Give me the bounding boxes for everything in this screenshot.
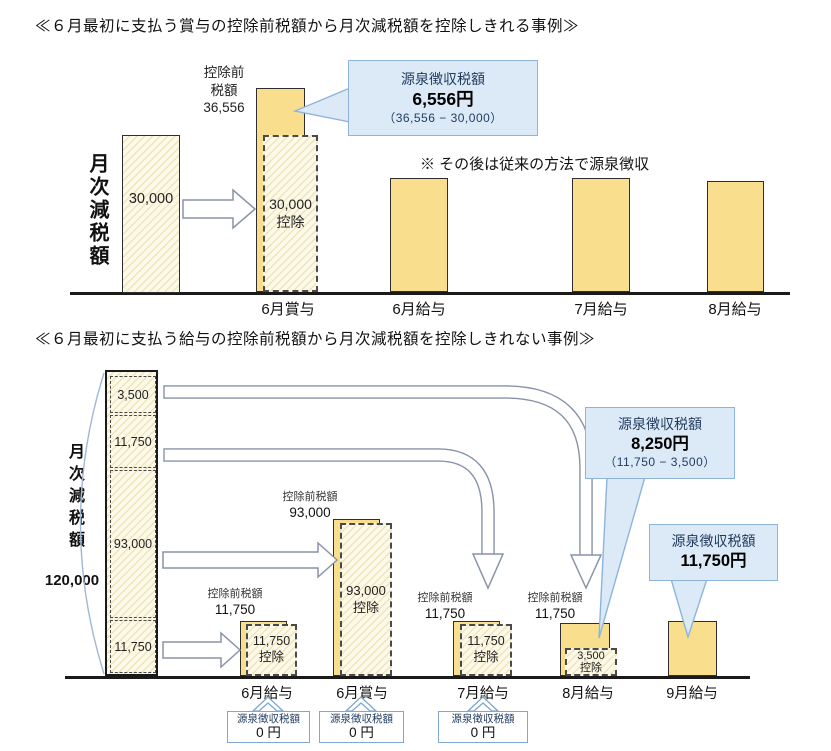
august-salary-deduction-overlay: 3,500 控除	[565, 648, 617, 676]
example1-deduction-overlay: 30,000 控除	[263, 135, 318, 292]
june-salary-pretax-label: 控除前税額 11,750	[196, 588, 274, 619]
right-arrow-icon	[182, 188, 257, 230]
june-salary-deduction-overlay: 11,750 控除	[246, 624, 297, 676]
example1-xlabel-august-salary: 8月給与	[708, 301, 762, 318]
right-arrow-icon	[162, 541, 339, 579]
july-salary-deduction-overlay: 11,750 控除	[460, 624, 512, 676]
deduction-text: 93,000 控除	[346, 583, 386, 615]
example1-note: ※ その後は従来の方法で源泉徴収	[420, 156, 650, 173]
example1-pretax-label: 控除前 税額 36,556	[203, 65, 245, 116]
stack-segment-3500: 3,500	[110, 376, 156, 413]
deduction-text: 11,750 控除	[467, 634, 505, 664]
callout-formula: （11,750 − 3,500）	[604, 455, 716, 470]
zero-withholding-box-june-salary: 源泉徴収税額 0 円	[227, 711, 310, 743]
example2-xlabel-june-bonus: 6月賞与	[336, 686, 388, 702]
zero-box-amount: 0 円	[349, 725, 374, 741]
example1-title: ≪６月最初に支払う賞与の控除前税額から月次減税額を控除しきれる事例≫	[35, 18, 580, 35]
example2-xlabel-july-salary: 7月給与	[457, 686, 509, 702]
callout-title: 源泉徴収税額	[401, 70, 485, 87]
pretax-title: 控除前税額	[417, 592, 473, 604]
callout-amount: 11,750円	[680, 551, 747, 570]
zero-withholding-box-june-bonus: 源泉徴収税額 0 円	[319, 711, 404, 743]
pretax-value: 93,000	[289, 504, 331, 520]
pretax-value: 11,750	[424, 605, 466, 621]
stack-segment-93000: 93,000	[110, 470, 156, 618]
zero-box-title: 源泉徴収税額	[237, 712, 300, 725]
zero-box-amount: 0 円	[256, 725, 281, 741]
example1-august-salary-bar	[707, 181, 764, 292]
right-arrow-icon	[162, 631, 242, 669]
example2-xlabel-june-salary: 6月給与	[241, 686, 293, 702]
zero-withholding-box-july-salary: 源泉徴収税額 0 円	[438, 711, 528, 743]
example2-reduction-stack: 3,500 11,750 93,000 11,750	[105, 370, 158, 676]
pretax-title: 控除前税額	[527, 592, 583, 604]
example1-xlabel-june-bonus: 6月賞与	[261, 301, 315, 318]
deduction-text: 3,500 控除	[577, 649, 605, 674]
callout-title: 源泉徴収税額	[618, 416, 702, 433]
callout-title: 源泉徴収税額	[671, 533, 756, 550]
stack-segment-11750-a: 11,750	[110, 415, 156, 468]
example2-y-axis-label: 月次減税額	[66, 443, 83, 553]
callout-amount: 6,556円	[412, 89, 474, 110]
september-withholding-callout: 源泉徴収税額 11,750円	[649, 524, 778, 581]
example2-total-value: 120,000	[44, 572, 100, 589]
june-bonus-pretax-label: 控除前税額 93,000	[271, 491, 349, 522]
example1-reduction-value: 30,000	[128, 191, 174, 207]
example1-x-axis	[70, 292, 790, 295]
pretax-value: 11,750	[534, 605, 576, 621]
example1-xlabel-july-salary: 7月給与	[574, 301, 628, 318]
pretax-value: 11,750	[214, 601, 256, 617]
deduction-text: 11,750 控除	[252, 634, 291, 664]
august-withholding-callout: 源泉徴収税額 8,250円 （11,750 − 3,500）	[585, 407, 735, 479]
pretax-title: 控除前税額	[207, 588, 263, 600]
example1-xlabel-june-salary: 6月給与	[392, 301, 446, 318]
example2-xlabel-august-salary: 8月給与	[562, 686, 614, 702]
example1-withholding-callout: 源泉徴収税額 6,556円 （36,556 − 30,000）	[348, 60, 538, 136]
example1-june-salary-bar	[390, 178, 448, 292]
stack-segment-11750-b: 11,750	[110, 620, 156, 673]
callout-amount: 8,250円	[631, 434, 689, 453]
june-bonus-deduction-overlay: 93,000 控除	[340, 523, 392, 676]
example2-title: ≪６月最初に支払う給与の控除前税額から月次減税額を控除しきれない事例≫	[35, 331, 596, 348]
example2-x-axis	[65, 676, 750, 679]
zero-box-title: 源泉徴収税額	[330, 712, 393, 725]
august-salary-pretax-label: 控除前税額 11,750	[516, 592, 594, 623]
july-salary-pretax-label: 控除前税額 11,750	[406, 592, 484, 623]
callout-formula: （36,556 − 30,000）	[383, 110, 503, 125]
callout-pointer-icon	[598, 476, 646, 639]
example1-deduction-text: 30,000 控除	[269, 196, 312, 230]
example1-reduction-bar: 30,000	[122, 135, 180, 293]
example2-xlabel-september-salary: 9月給与	[666, 686, 718, 702]
pretax-title: 控除前税額	[282, 491, 338, 503]
zero-box-title: 源泉徴収税額	[451, 712, 515, 725]
example1-july-salary-bar	[572, 178, 630, 292]
zero-box-amount: 0 円	[470, 725, 496, 741]
example1-y-axis-label: 月次減税額	[86, 153, 108, 268]
september-salary-bar	[668, 621, 717, 676]
